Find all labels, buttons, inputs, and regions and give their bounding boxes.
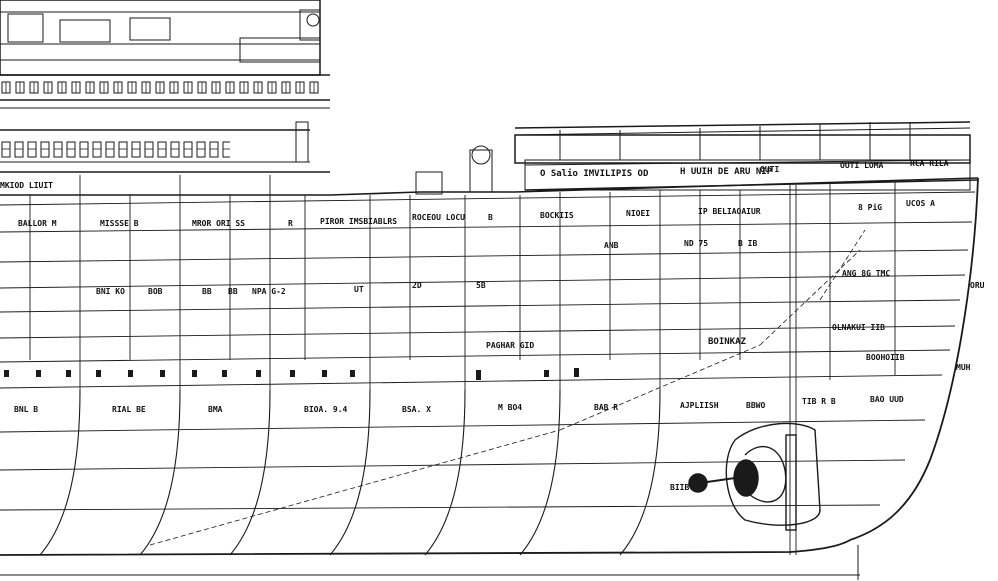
- mid-label: BNI KO: [96, 287, 125, 296]
- propeller-label: BIIB: [670, 483, 689, 492]
- deck-label-1: O Salio IMVILIPIS OD: [540, 168, 649, 179]
- row1-label: UCOS A: [906, 199, 935, 208]
- deck-label-2: H UUIH DE ARU NIP: [680, 167, 773, 177]
- side-label: ORU: [970, 281, 985, 290]
- band-label: AJPLIISH: [680, 401, 719, 410]
- band-label: BIOA. 9.4: [304, 405, 348, 414]
- callout-label: MUH: [956, 363, 971, 372]
- row1-label: ROCEOU LOCU: [412, 213, 465, 222]
- band-label: BNL B: [14, 405, 38, 414]
- row1-label: MROR ORI SS: [192, 219, 245, 228]
- deck-label-5: RCA RILA: [910, 159, 949, 168]
- forecastle-labels: O Salio IMVILIPIS OD H UUIH DE ARU NIP O…: [0, 159, 949, 190]
- frame-row-labels: BALLOR M MISSSE B MROR ORI SS R PIROR IM…: [18, 199, 935, 228]
- mid-label: 5B: [476, 281, 486, 290]
- band-label: BSA. X: [402, 405, 431, 414]
- mid-label: ANB: [604, 241, 619, 250]
- hull-outline: [0, 177, 979, 580]
- band-label: RIAL BE: [112, 405, 146, 414]
- mid-label: BB: [228, 287, 238, 296]
- band-label: BMA: [208, 405, 223, 414]
- callout-label: PAGHAR GID: [486, 341, 534, 350]
- band-label: TIB R B: [802, 397, 836, 406]
- band-label: BAB R: [594, 403, 618, 412]
- row1-label: BALLOR M: [18, 219, 57, 228]
- row1-label: R: [288, 219, 293, 228]
- row1-label: NIOEI: [626, 209, 650, 218]
- forecastle: [415, 121, 979, 195]
- propeller-assembly: [688, 422, 821, 531]
- rivet-markers: [4, 368, 579, 380]
- callout-label: BOINKAZ: [708, 337, 747, 347]
- row1-label: IP BELIAOAIUR: [698, 207, 761, 216]
- deck-label-6: MKIOD LIUIT: [0, 181, 53, 190]
- band-label: BAO UUD: [870, 395, 904, 404]
- window-row-upper: [0, 80, 320, 96]
- callout-labels: BOINKAZ PAGHAR GID OLNAKUI IIB BOOHOIIB …: [486, 323, 971, 372]
- mid-label: BOB: [148, 287, 163, 296]
- mid-label: ND 75: [684, 239, 708, 248]
- row1-label: MISSSE B: [100, 219, 139, 228]
- row1-label: PIROR IMSBIABLRS: [320, 217, 397, 226]
- band-label: M BO4: [498, 403, 522, 412]
- band-labels: BNL B RIAL BE BMA BIOA. 9.4 BSA. X M BO4…: [14, 395, 904, 414]
- band-label: BBWO: [746, 401, 765, 410]
- callout-label: BOOHOIIB: [866, 353, 905, 362]
- superstructure: [0, 0, 330, 173]
- row1-label: 8 PiG: [858, 202, 882, 212]
- frame-lines: [29, 175, 896, 555]
- mid-label: UT: [354, 285, 364, 294]
- deck-label-3: OUTI: [760, 165, 779, 174]
- hull-strakes: [0, 191, 976, 511]
- reference-lines: [149, 229, 866, 546]
- row1-label: B: [488, 213, 493, 222]
- mid-row-labels: BNI KO BOB BB BB NPA G-2 UT 2D 5B ANB ND…: [96, 239, 890, 296]
- deck-label-4: OUTI LOMA: [840, 161, 884, 170]
- callout-label: OLNAKUI IIB: [832, 323, 885, 332]
- window-row-mid: [0, 138, 230, 158]
- mid-label: ANG 8G TMC: [842, 269, 890, 278]
- mid-label: BB: [202, 287, 212, 296]
- mid-label: NPA G-2: [252, 287, 286, 296]
- hull-ribs: [39, 389, 661, 556]
- mid-label: B IB: [738, 239, 757, 248]
- row1-label: BOCKIIS: [540, 211, 574, 220]
- mid-label: 2D: [412, 281, 422, 290]
